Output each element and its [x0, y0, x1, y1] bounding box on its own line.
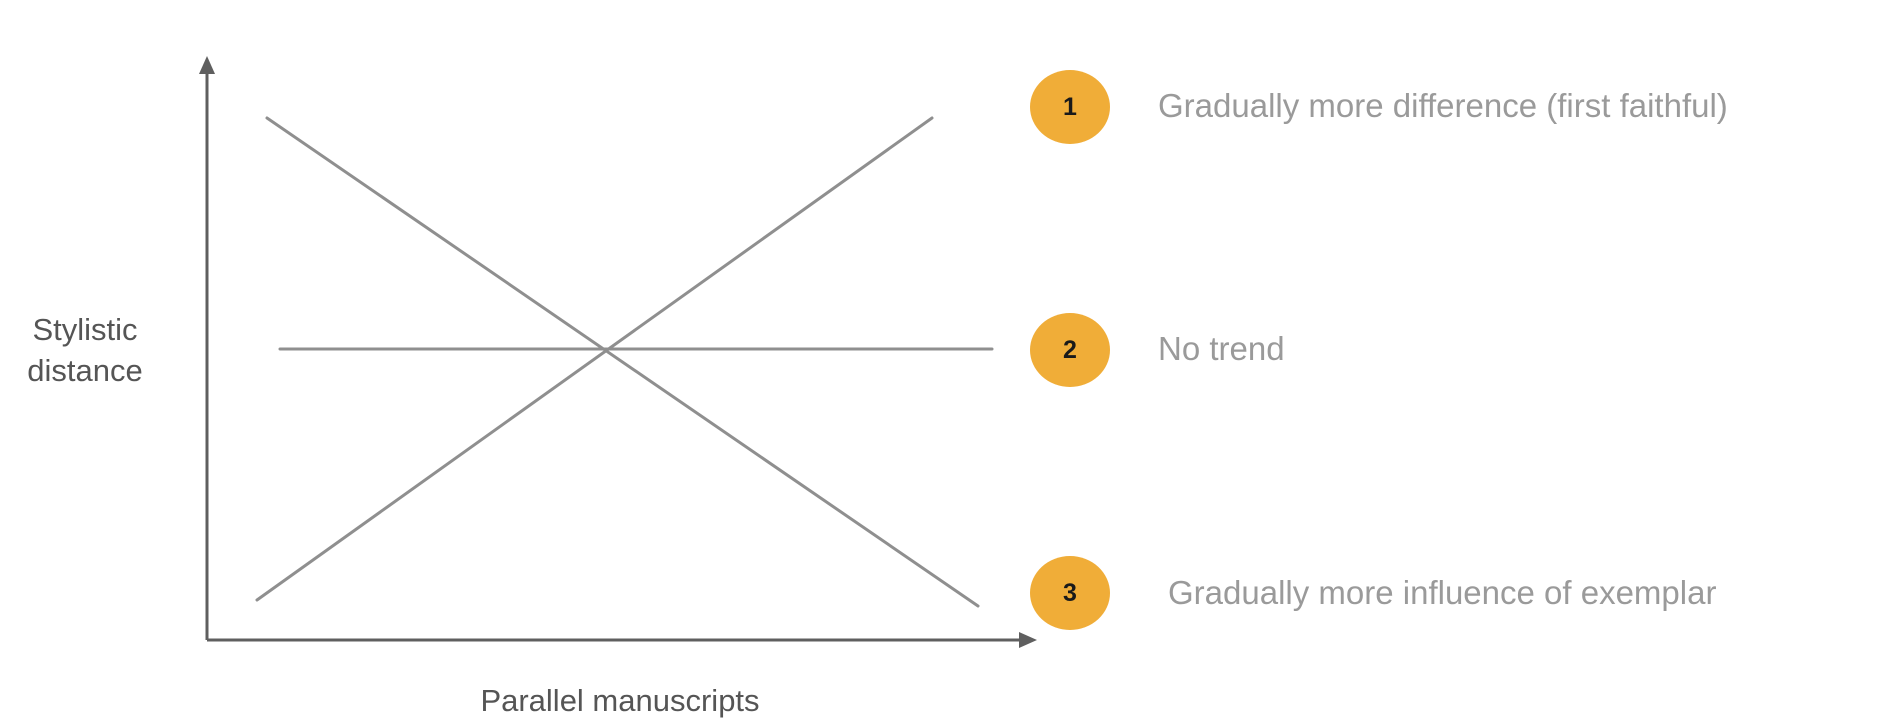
trend-line-increasing [255, 116, 934, 602]
y-axis-label-line-1: Stylistic [32, 312, 138, 347]
legend-text-3: Gradually more influence of exemplar [1168, 574, 1717, 611]
trend-lines [255, 116, 994, 608]
y-axis-arrowhead [199, 56, 215, 74]
x-axis-label: Parallel manuscripts [480, 683, 760, 718]
legend-badge-1: 1 [1030, 70, 1110, 144]
legend-badge-2: 2 [1030, 313, 1110, 387]
y-axis-label: Stylistic distance [10, 309, 160, 391]
trend-line-decreasing [265, 116, 980, 608]
legend-text-2: No trend [1158, 330, 1285, 367]
legend-badge-3: 3 [1030, 556, 1110, 630]
x-axis-arrowhead [1019, 632, 1037, 648]
axes [199, 56, 1037, 648]
legend-text-1: Gradually more difference (first faithfu… [1158, 87, 1728, 124]
y-axis-label-line-2: distance [27, 353, 143, 388]
